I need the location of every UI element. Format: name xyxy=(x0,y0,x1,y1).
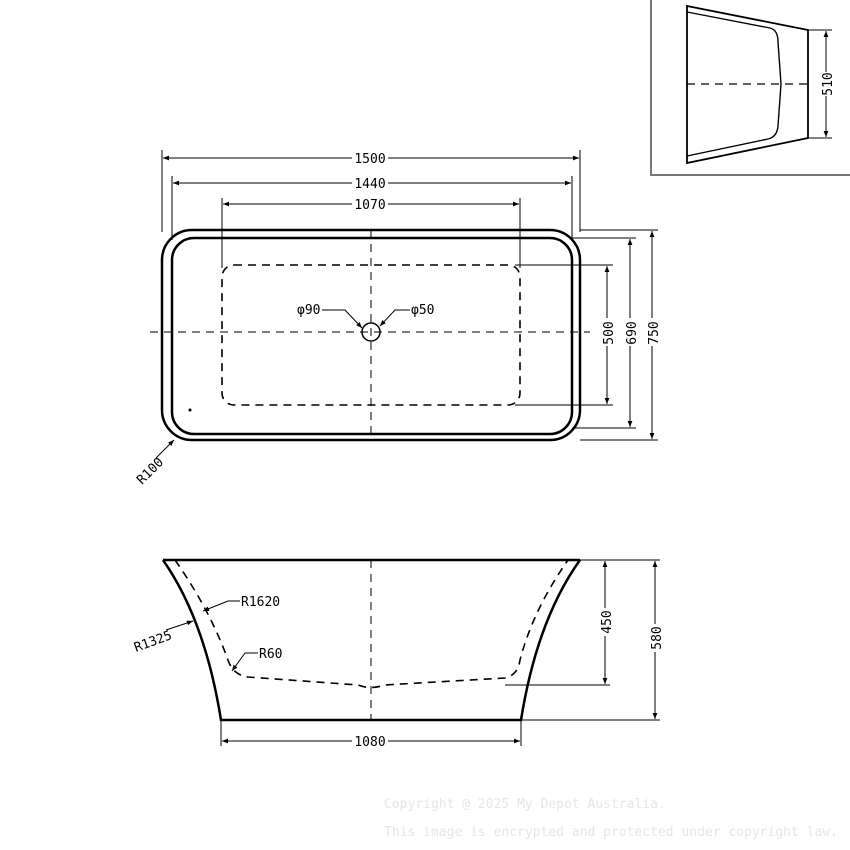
label-radius-base-corner: R60 xyxy=(259,647,282,662)
side-view: 450 580 1080 R1620 R1325 R60 xyxy=(132,558,665,750)
label-drain-outer: φ90 xyxy=(297,303,320,318)
drain-icon xyxy=(361,322,381,342)
dim-overall-height: 580 xyxy=(650,626,665,649)
dim-overall-width: 750 xyxy=(647,321,662,344)
label-drain-inner: φ50 xyxy=(411,303,434,318)
top-view: 1500 1440 1070 500 690 750 φ90 φ50 R100 xyxy=(134,150,662,488)
watermark-notice: This image is encrypted and protected un… xyxy=(384,825,838,840)
dim-rim-width: 690 xyxy=(625,321,640,344)
dim-rim-length: 1440 xyxy=(354,177,385,192)
dim-end-height: 510 xyxy=(821,72,836,95)
dim-overall-length: 1500 xyxy=(354,152,385,167)
dim-base-length: 1080 xyxy=(354,735,385,750)
label-corner-radius: R100 xyxy=(134,455,167,488)
label-radius-outer-wall: R1325 xyxy=(132,628,174,655)
dim-inner-depth: 450 xyxy=(600,610,615,633)
watermark-copyright: Copyright @ 2025 My Depot Australia. xyxy=(384,797,666,812)
dim-inner-base-length: 1070 xyxy=(354,198,385,213)
label-radius-inner-wall: R1620 xyxy=(241,595,280,610)
end-view-inset: 510 xyxy=(650,0,850,176)
dim-inner-base-width: 500 xyxy=(602,321,617,344)
